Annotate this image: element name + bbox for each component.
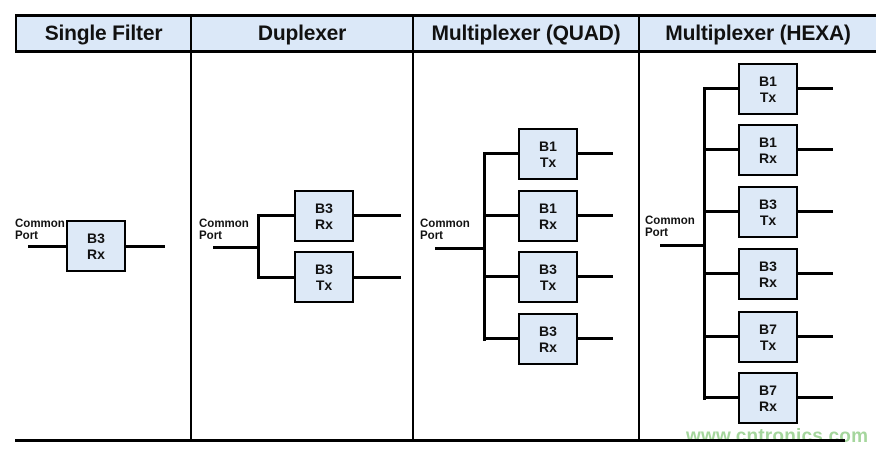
common-port-label-line1: Common (15, 218, 65, 230)
output-line (124, 245, 165, 248)
filter-box: B3 Rx (66, 220, 126, 272)
branch-line (257, 276, 294, 279)
filter-box: B3 Tx (738, 186, 798, 238)
common-port-label-line1: Common (199, 218, 249, 230)
filter-band-label: B7 (759, 321, 777, 337)
output-line (796, 148, 833, 151)
filter-box: B1 Tx (738, 63, 798, 115)
watermark-text: www.cntronics.com (686, 426, 869, 447)
filter-band-label: B3 (315, 261, 333, 277)
output-line (796, 87, 833, 90)
filter-path-label: Tx (759, 337, 777, 353)
branch-vertical-line (703, 87, 706, 400)
output-line (576, 275, 613, 278)
output-line (796, 210, 833, 213)
filter-band-label: B7 (759, 382, 777, 398)
column-divider (190, 14, 192, 440)
filter-path-label: Tx (539, 154, 557, 170)
filter-path-label: Rx (539, 216, 557, 232)
column-header-multiplexer-quad: Multiplexer (QUAD) (431, 21, 621, 45)
output-line (576, 152, 613, 155)
filter-box: B3 Tx (294, 251, 354, 303)
common-port-label-line2: Port (645, 226, 668, 239)
filter-path-label: Rx (87, 246, 105, 262)
common-port-label-line2: Port (420, 229, 443, 242)
output-line (352, 276, 401, 279)
branch-vertical-line (483, 152, 486, 341)
common-port-label-line2: Port (15, 229, 38, 242)
filter-box: B1 Rx (518, 190, 578, 242)
filter-path-label: Rx (759, 274, 777, 290)
filter-box: B1 Rx (738, 124, 798, 176)
common-port-label: Common Port (645, 215, 695, 239)
output-line (576, 214, 613, 217)
filter-band-label: B3 (315, 200, 333, 216)
branch-line (483, 337, 518, 340)
column-header-single-filter: Single Filter (44, 21, 163, 45)
common-port-label: Common Port (420, 218, 470, 242)
filter-path-label: Rx (315, 216, 333, 232)
branch-vertical-line (257, 214, 260, 279)
branch-line (483, 214, 518, 217)
filter-band-label: B1 (759, 73, 777, 89)
filter-band-label: B1 (759, 134, 777, 150)
table-header-band (15, 14, 876, 53)
filter-path-label: Tx (759, 212, 777, 228)
branch-line (703, 335, 738, 338)
branch-line (483, 152, 518, 155)
filter-band-label: B1 (539, 138, 557, 154)
column-header-duplexer: Duplexer (257, 21, 347, 45)
common-port-line (213, 246, 259, 249)
filter-path-label: Tx (759, 89, 777, 105)
filter-box: B3 Rx (738, 248, 798, 300)
column-divider (412, 14, 414, 440)
common-port-line (28, 245, 68, 248)
filter-path-label: Rx (539, 339, 557, 355)
branch-line (703, 148, 738, 151)
output-line (796, 272, 833, 275)
filter-path-label: Tx (315, 277, 333, 293)
branch-line (483, 275, 518, 278)
branch-line (703, 272, 738, 275)
filter-band-label: B3 (759, 258, 777, 274)
bottom-border-line (15, 439, 845, 442)
branch-line (703, 87, 738, 90)
common-port-label: Common Port (15, 218, 65, 242)
output-line (796, 396, 833, 399)
common-port-label-line2: Port (199, 229, 222, 242)
column-header-multiplexer-hexa: Multiplexer (HEXA) (665, 21, 851, 45)
filter-box: B3 Tx (518, 251, 578, 303)
branch-line (703, 210, 738, 213)
filter-band-label: B3 (539, 323, 557, 339)
filter-box: B7 Rx (738, 372, 798, 424)
filter-box: B3 Rx (294, 190, 354, 242)
common-port-line (660, 244, 706, 247)
common-port-label: Common Port (199, 218, 249, 242)
filter-band-label: B3 (539, 261, 557, 277)
branch-line (703, 396, 738, 399)
filter-box: B1 Tx (518, 128, 578, 180)
filter-band-label: B3 (759, 196, 777, 212)
filter-box: B7 Tx (738, 311, 798, 363)
output-line (352, 214, 401, 217)
filter-path-label: Rx (759, 150, 777, 166)
filter-path-label: Tx (539, 277, 557, 293)
column-divider (638, 14, 640, 440)
filter-box: B3 Rx (518, 313, 578, 365)
common-port-label-line1: Common (645, 215, 695, 227)
common-port-line (435, 247, 486, 250)
branch-line (257, 214, 294, 217)
filter-band-label: B1 (539, 200, 557, 216)
output-line (796, 335, 833, 338)
filter-path-label: Rx (759, 398, 777, 414)
filter-band-label: B3 (87, 230, 105, 246)
common-port-label-line1: Common (420, 218, 470, 230)
output-line (576, 337, 613, 340)
